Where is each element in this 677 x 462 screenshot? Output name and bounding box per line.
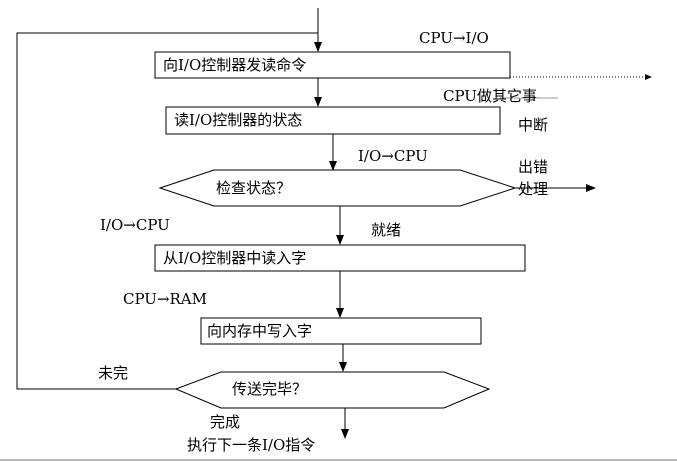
cpu-to-ram-label: CPU→RAM xyxy=(123,290,208,308)
transfer-done-decision xyxy=(174,371,491,409)
cpu-other-work-arrowhead xyxy=(645,74,652,80)
error-label-line2: 处理 xyxy=(518,180,549,198)
write-memory-box xyxy=(200,317,482,345)
read-word-box xyxy=(154,244,526,272)
write-memory-text: 向内存中写入字 xyxy=(207,322,313,340)
next-instruction-label: 执行下一条I/O指令 xyxy=(187,436,316,454)
transfer-done-text: 传送完毕？ xyxy=(232,380,308,398)
send-read-command-box xyxy=(154,51,511,79)
cpu-to-io-label: CPU→I/O xyxy=(419,29,489,47)
interrupt-label: 中断 xyxy=(518,116,549,134)
ready-label: 就绪 xyxy=(371,221,402,239)
check-status-text: 检查状态？ xyxy=(216,179,292,197)
check-status-decision xyxy=(158,169,517,207)
read-word-text: 从I/O控制器中读入字 xyxy=(163,249,307,267)
not-done-label: 未完 xyxy=(98,364,129,382)
io-to-cpu-top-label: I/O→CPU xyxy=(358,147,428,165)
read-status-text: 读I/O控制器的状态 xyxy=(174,111,303,129)
io-to-cpu-left-label: I/O→CPU xyxy=(100,216,170,234)
send-read-command-text: 向I/O控制器发读命令 xyxy=(163,56,307,74)
done-label: 完成 xyxy=(210,413,241,431)
cpu-other-work-label: CPU做其它事 xyxy=(443,87,537,105)
error-label-line1: 出错 xyxy=(518,158,549,176)
loop-back-arrow xyxy=(16,32,318,390)
